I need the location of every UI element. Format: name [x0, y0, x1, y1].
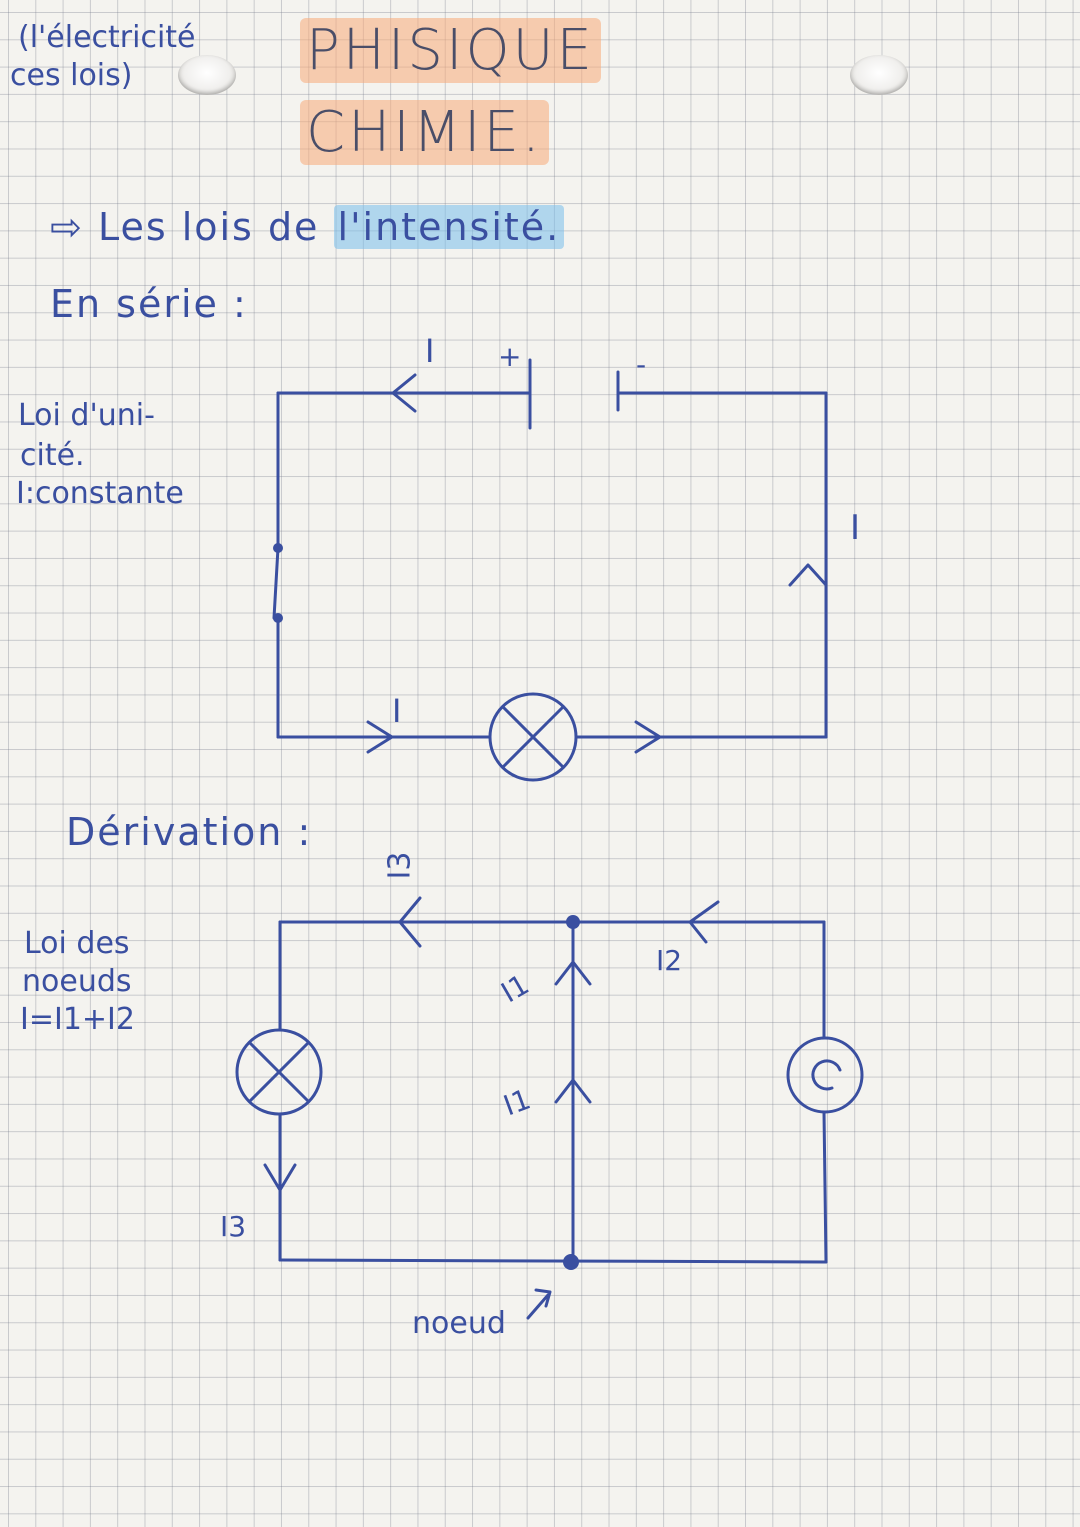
- battery-minus-label: -: [636, 348, 647, 381]
- serie-label: En série :: [50, 282, 248, 326]
- serie-current-top: I: [425, 332, 435, 370]
- title-line1-text: PHISIQUE: [300, 18, 601, 83]
- title-line2-text: CHIMIE.: [300, 100, 549, 165]
- derivation-law-line3: I=I1+I2: [20, 1002, 135, 1037]
- arrow-bottom-right: [634, 720, 662, 754]
- derivation-i3-top: I3: [382, 851, 418, 880]
- switch-blade: [272, 546, 280, 620]
- header-note-line1: (l'électricité: [18, 20, 196, 55]
- heading-highlight: l'intensité.: [333, 205, 565, 249]
- section-heading: ⇨ Les lois de l'intensité.: [50, 205, 565, 249]
- node-pointer-line: [526, 1293, 550, 1320]
- switch-terminal-top: [273, 543, 283, 553]
- node-bottom: [563, 1254, 579, 1270]
- arrow-i3-top: [398, 896, 422, 948]
- serie-current-right: I: [850, 508, 861, 548]
- arrow-bottom-left: [366, 720, 394, 754]
- derivation-law-line1: Loi des: [24, 926, 130, 961]
- derivation-node-label: noeud: [412, 1306, 506, 1341]
- punch-hole-right: [850, 55, 908, 95]
- derivation-i2-top: I2: [656, 944, 683, 977]
- derivation-label: Dérivation :: [66, 810, 313, 854]
- node-pointer-head: [534, 1288, 552, 1308]
- arrow-i2-top: [688, 900, 720, 944]
- arrow-right-up: [788, 563, 828, 587]
- lamp-symbol-derivation: [235, 1028, 323, 1116]
- arrow-top-left: [391, 373, 417, 413]
- generator-symbol: [786, 1036, 864, 1114]
- page-title-line1: PHISIQUE: [300, 18, 601, 83]
- battery-plus-label: +: [498, 340, 522, 373]
- punch-hole-left: [178, 55, 236, 95]
- derivation-law-line2: noeuds: [22, 964, 132, 999]
- node-top: [566, 915, 580, 929]
- serie-law-line3: I:constante: [16, 476, 184, 511]
- lamp-symbol: [488, 692, 578, 782]
- generator-inner-mark: [811, 1059, 842, 1091]
- header-note-line2: ces lois): [10, 58, 133, 93]
- serie-law-line2: cité.: [20, 438, 85, 473]
- derivation-i3-bottom: I3: [220, 1210, 247, 1243]
- switch-terminal-bottom: [273, 613, 283, 623]
- arrow-icon: ⇨: [50, 205, 84, 249]
- serie-current-bottom: I: [392, 692, 402, 730]
- arrow-i3-down: [263, 1163, 297, 1192]
- heading-prefix: Les lois de: [97, 205, 334, 249]
- page-title-line2: CHIMIE.: [300, 100, 549, 165]
- serie-law-line1: Loi d'uni-: [18, 398, 155, 433]
- arrow-i1-upper: [554, 960, 592, 986]
- arrow-i1-lower: [554, 1078, 592, 1104]
